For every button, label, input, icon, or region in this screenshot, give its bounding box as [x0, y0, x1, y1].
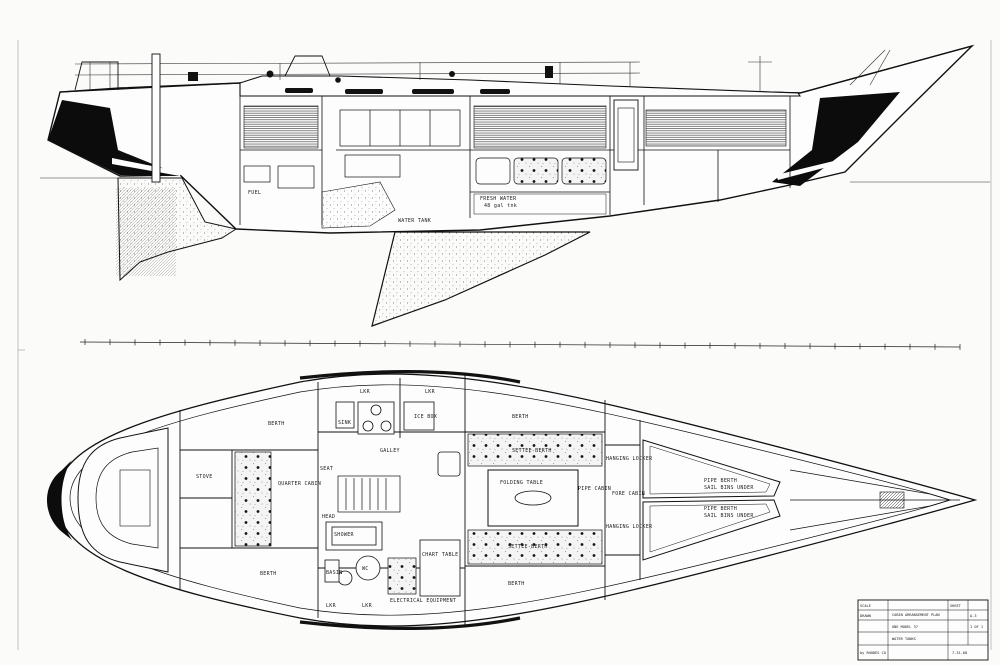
label-quarter-berth: QUARTER CABIN [278, 481, 321, 487]
companionway-steps [337, 475, 401, 513]
label-ice-box: ICE BOX [414, 414, 437, 420]
head-area [324, 521, 383, 586]
quarter-berth-cushion [234, 451, 272, 547]
stern-band [48, 100, 182, 176]
cabin-trunk [239, 75, 802, 97]
label-stove-box: STOVE [196, 474, 213, 480]
cabin-ports [285, 88, 510, 94]
sheet-border [17, 40, 992, 650]
label-settee-berth: SETTEE-BERTH [508, 544, 548, 550]
title-sheet-no: 1 OF 1 [970, 625, 983, 629]
label-head: HEAD [322, 514, 335, 520]
label-sail-bins-1: SAIL BINS UNDER [704, 485, 754, 491]
chart-table [419, 539, 461, 597]
title-scale: SCALE [860, 604, 871, 608]
cockpit [77, 427, 169, 573]
label-hanging-locker-1: HANGING LOCKER [606, 456, 653, 462]
bow-band [772, 92, 900, 186]
label-galley: GALLEY [380, 448, 400, 454]
plan-view: BERTH BERTH BERTH BERTH LKR LKR LKR LKR … [47, 370, 978, 630]
settee-cushion-port [467, 433, 603, 467]
label-locker-3: LKR [326, 603, 337, 609]
deck-hardware [188, 66, 553, 83]
fresh-water-qty: 48 gal tnk [484, 203, 517, 209]
mast [151, 53, 161, 183]
bulkhead-shade-main [473, 105, 607, 149]
label-locker-2: LKR [425, 389, 436, 395]
label-pipe-berth-2: PIPE BERTH [704, 506, 737, 512]
fresh-water-tank [473, 193, 607, 215]
fuel-label: FUEL [248, 190, 261, 196]
keel [371, 231, 591, 327]
title-code: A-3 [970, 614, 977, 618]
label-basin: BASIN [326, 570, 343, 576]
plan-labels: BERTH BERTH BERTH BERTH LKR LKR LKR LKR … [196, 389, 754, 609]
profile-view: FRESH WATER 48 gal tnk FUEL WATER TANK [40, 44, 990, 327]
bulkhead-shade-aft [243, 105, 319, 149]
title-line-2: ONE MODEL 37 [892, 625, 918, 629]
title-block: CABIN ARRANGEMENT PLAN ONE MODEL 37 WATE… [857, 599, 989, 661]
label-fore-cabin: FORE CABIN [612, 491, 645, 497]
label-berth-fwd-port: BERTH [268, 421, 285, 427]
label-berth-aft-stbd: BERTH [508, 581, 525, 587]
profile-interior [239, 96, 791, 225]
label-pipe-berth-1: PIPE BERTH [704, 478, 737, 484]
title-line-3: WATER TANKS [892, 637, 916, 641]
label-seat: SEAT [320, 466, 333, 472]
ice-box [437, 451, 461, 477]
title-sheet: SHEET [950, 604, 962, 608]
label-electrical: ELECTRICAL EQUIPMENT [390, 598, 456, 604]
galley-cabinets [339, 109, 461, 178]
engine-area [321, 181, 396, 229]
head-cushion [387, 557, 417, 595]
label-sail-bins-2: SAIL BINS UNDER [704, 513, 754, 519]
bulkhead-shade-fwd [645, 109, 787, 147]
fwd-door [613, 99, 639, 171]
title-drawn: DRAWN [860, 614, 871, 618]
pipe-berth-stbd [642, 499, 781, 561]
label-pipe-cabin: PIPE CABIN [578, 486, 611, 492]
water-tank-label: WATER TANK [398, 218, 431, 224]
station-line [79, 339, 961, 350]
galley-stove [335, 401, 435, 435]
label-shower: SHOWER [334, 532, 355, 538]
label-berth-fwd-stbd: BERTH [512, 414, 529, 420]
settee-cushion-stbd [467, 529, 603, 565]
label-chart-table: CHART TABLE [422, 552, 458, 558]
label-locker-1: LKR [360, 389, 371, 395]
label-berth-aft-port: BERTH [260, 571, 277, 577]
title-maker: by RHODES CO [860, 651, 886, 655]
label-hanging-locker-2: HANGING LOCKER [606, 524, 653, 530]
label-wc: WC [362, 566, 369, 572]
label-dinette: SETTEE-BERTH [512, 448, 552, 454]
transom [47, 460, 72, 540]
fresh-water-label: FRESH WATER [480, 196, 517, 202]
label-sink: SINK [338, 420, 351, 426]
title-date: 7-31-68 [952, 651, 967, 655]
label-locker-4: LKR [362, 603, 373, 609]
label-folding-table: FOLDING TABLE [500, 480, 543, 486]
settee-front [475, 157, 607, 185]
title-line-1: CABIN ARRANGEMENT PLAN [892, 613, 940, 617]
